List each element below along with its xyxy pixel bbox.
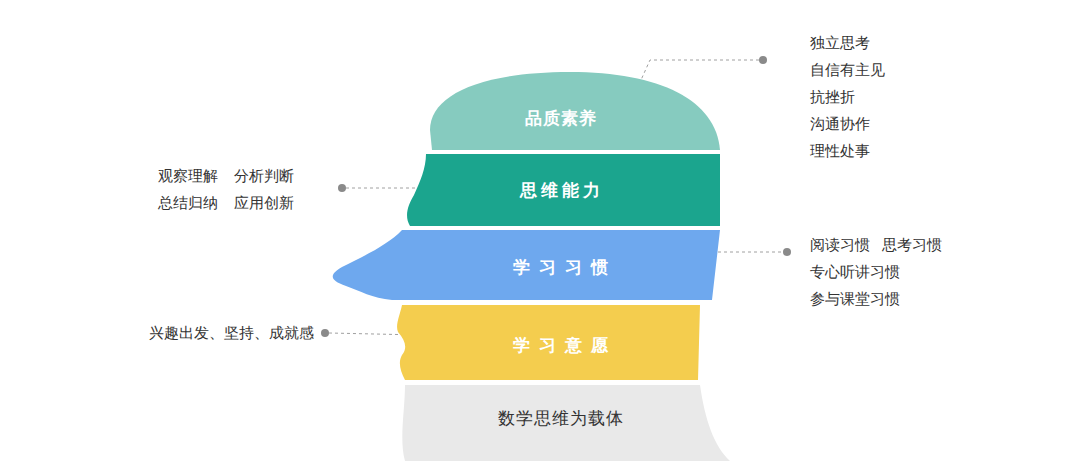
callout-text: 理性处事 bbox=[810, 141, 870, 161]
head-band: 思维能力 bbox=[400, 150, 730, 230]
band-label: 品质素养 bbox=[524, 107, 597, 129]
leader-dot bbox=[321, 329, 329, 337]
callout-text: 总结归纳 bbox=[158, 193, 218, 213]
band-outline bbox=[333, 230, 720, 300]
leader-dot bbox=[759, 56, 767, 64]
band-outline bbox=[397, 305, 700, 380]
band-outline bbox=[430, 72, 720, 150]
callout-text: 自信有主见 bbox=[810, 60, 885, 80]
band-label: 学习意愿 bbox=[504, 334, 617, 356]
head-band: 数学思维为载体 bbox=[390, 381, 735, 465]
head-band: 学习习惯 bbox=[320, 226, 730, 304]
callout-text: 阅读习惯 bbox=[810, 235, 870, 255]
head-band: 学习意愿 bbox=[385, 301, 710, 384]
leader-dot bbox=[783, 248, 791, 256]
callout-text: 参与课堂习惯 bbox=[810, 289, 900, 309]
callout-text: 应用创新 bbox=[234, 193, 294, 213]
band-label: 学习习惯 bbox=[504, 256, 617, 278]
callout-text: 专心听讲习惯 bbox=[810, 262, 900, 282]
band-label: 思维能力 bbox=[516, 179, 604, 201]
callout-text: 观察理解 bbox=[158, 166, 218, 186]
head-band: 品质素养 bbox=[420, 66, 730, 154]
band-outline bbox=[407, 154, 720, 226]
band-outline bbox=[402, 385, 730, 461]
leader-dot bbox=[338, 184, 346, 192]
callout-text: 兴趣出发、坚持、成就感 bbox=[149, 323, 314, 343]
callout-text: 沟通协作 bbox=[810, 114, 870, 134]
callout-text: 独立思考 bbox=[810, 33, 870, 53]
leader-line bbox=[346, 188, 418, 189]
callout-text: 抗挫折 bbox=[810, 87, 855, 107]
callout-text: 思考习惯 bbox=[882, 235, 942, 255]
callout-text: 分析判断 bbox=[234, 166, 294, 186]
band-label: 数学思维为载体 bbox=[497, 407, 624, 429]
